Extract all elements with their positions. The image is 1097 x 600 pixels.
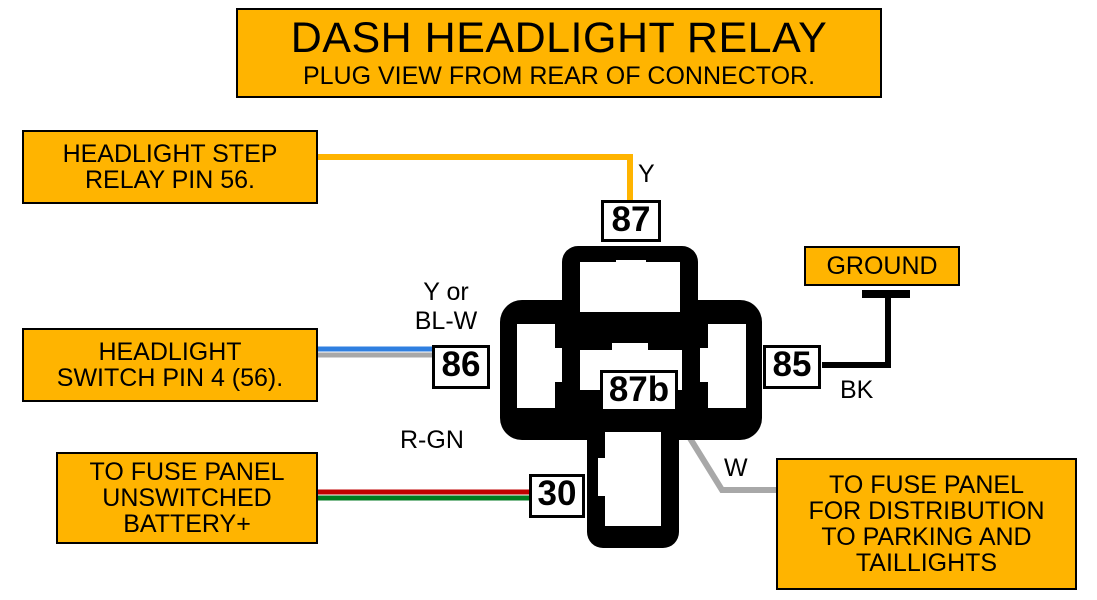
pin-85: 85 [763,345,821,389]
wire-black-85 [822,296,891,368]
wire-color-86: Y or BL-W [384,278,508,336]
label-ground: GROUND [804,246,960,286]
label-line: TO FUSE PANEL [89,457,285,486]
label-line: HEADLIGHT [98,337,242,366]
wire-color-87b: W [724,454,748,482]
wire-color-86-line: BL-W [414,306,478,335]
label-line: TO PARKING AND [821,523,1032,551]
pin-87: 87 [601,200,661,242]
wire-color-87: Y [638,160,655,188]
label-fuse-distribution: TO FUSE PANEL FOR DISTRIBUTION TO PARKIN… [776,458,1077,590]
label-line: BATTERY+ [123,510,251,539]
label-headlight-switch: HEADLIGHT SWITCH PIN 4 (56). [22,328,318,402]
label-step-relay: HEADLIGHT STEP RELAY PIN 56. [22,130,318,204]
page-title: DASH HEADLIGHT RELAY [290,14,828,62]
label-line: GROUND [826,251,938,280]
wire-color-86-line: Y or [423,278,469,306]
wire-color-30: R-GN [400,426,464,454]
label-line: FOR DISTRIBUTION [808,496,1045,525]
label-line: TAILLIGHTS [855,549,998,578]
label-line: TO FUSE PANEL [829,470,1024,499]
label-line: SWITCH PIN 4 (56). [56,364,284,392]
wire-yellow-87 [318,154,633,200]
label-line: UNSWITCHED [102,483,272,512]
pin-87b: 87b [600,370,678,412]
wire-color-85: BK [840,376,874,404]
label-fuse-battery: TO FUSE PANEL UNSWITCHED BATTERY+ [56,452,318,544]
pin-30: 30 [529,474,585,518]
label-line: HEADLIGHT STEP [62,139,278,168]
title-box: DASH HEADLIGHT RELAY PLUG VIEW FROM REAR… [236,8,882,98]
pin-86: 86 [432,345,490,389]
label-line: RELAY PIN 56. [85,166,255,194]
page-subtitle: PLUG VIEW FROM REAR OF CONNECTOR. [302,62,816,91]
